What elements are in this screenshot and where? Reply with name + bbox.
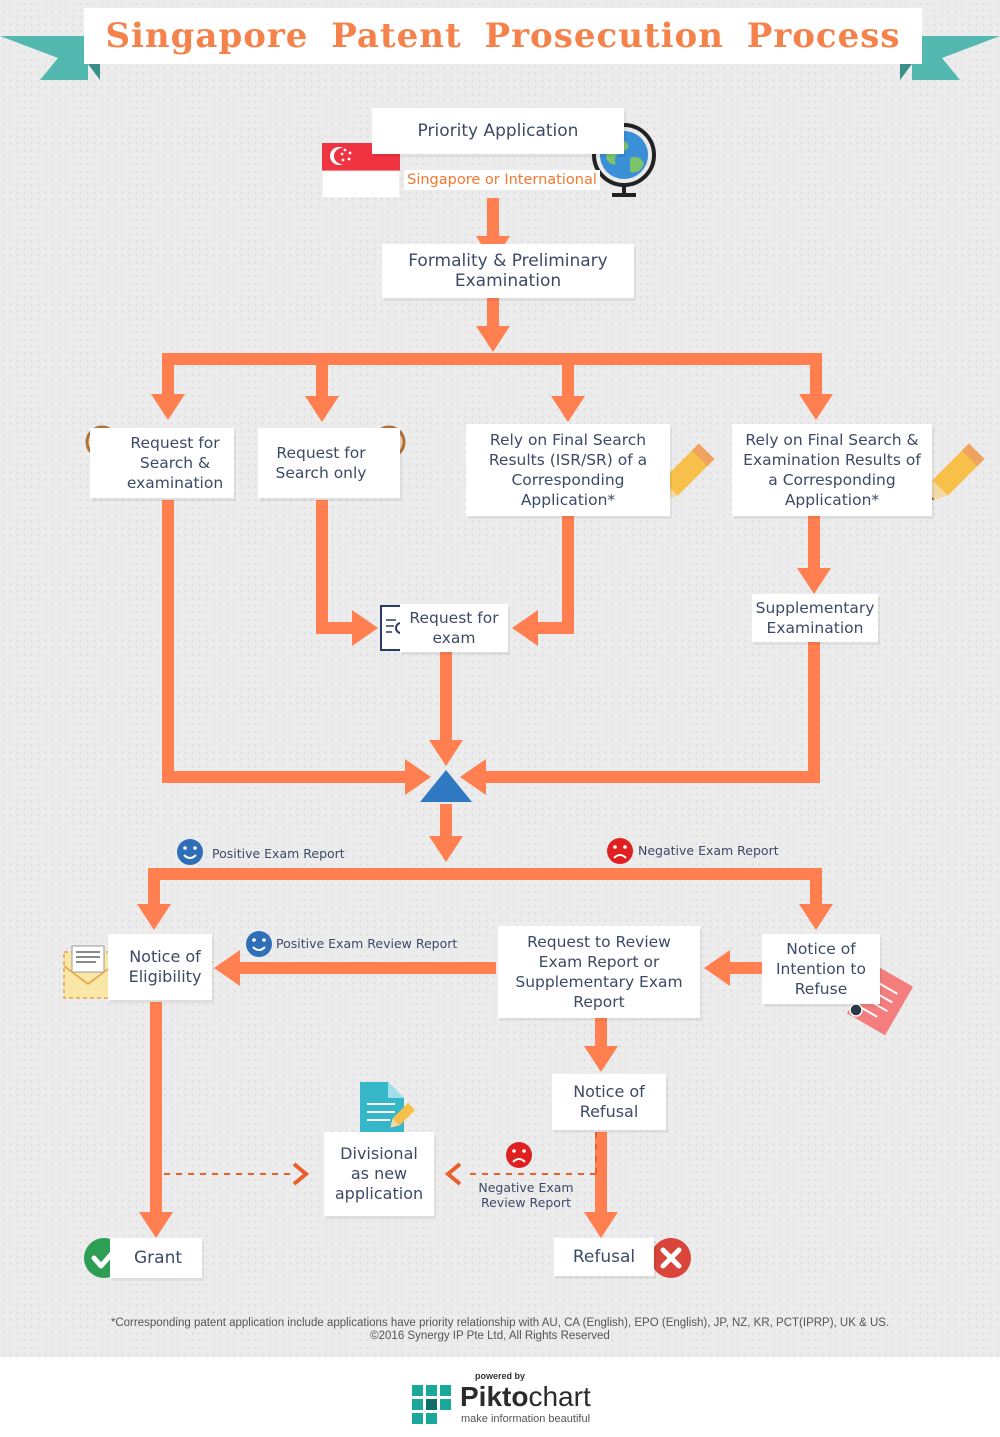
node-text: Search only <box>275 464 367 482</box>
node-divisional-application: Divisional as new application <box>324 1132 434 1216</box>
label-line: Review Report <box>480 1195 571 1210</box>
node-text: Request for <box>130 434 220 452</box>
node-text: Search & <box>139 454 211 472</box>
node-text: Refuse <box>794 980 848 998</box>
frown-icon <box>506 1142 532 1168</box>
node-text: Examination <box>766 619 864 637</box>
node-text: Supplementary Exam <box>515 973 683 991</box>
page-title: Singapore Patent Prosecution Process <box>84 8 922 64</box>
piktochart-logo-icon[interactable] <box>410 1383 454 1427</box>
node-supplementary-examination: Supplementary Examination <box>752 594 878 642</box>
label-line: Negative Exam <box>478 1180 574 1195</box>
node-text: Corresponding <box>511 471 625 489</box>
node-grant: Grant <box>110 1238 202 1278</box>
node-text: Rely on Final Search & <box>745 431 919 449</box>
node-formality-examination: Formality & Preliminary Examination <box>382 244 634 298</box>
node-rely-final-search-examination: Rely on Final Search & Examination Resul… <box>732 424 932 516</box>
dashed-connectors <box>164 1132 597 1175</box>
node-text: Grant <box>133 1248 183 1268</box>
priority-subtitle: Singapore or International <box>404 170 600 190</box>
footnote: *Corresponding patent application includ… <box>110 1317 890 1329</box>
node-text: Request for <box>276 444 366 462</box>
node-text: a Corresponding <box>768 471 896 489</box>
node-text: Application* <box>520 491 616 509</box>
node-text: Rely on Final Search <box>489 431 647 449</box>
node-text: Examination Results of <box>743 451 921 469</box>
node-text: Results (ISR/SR) of a <box>488 451 648 469</box>
dashed-arrowhead-right <box>292 1162 310 1186</box>
node-notice-of-refusal: Notice of Refusal <box>552 1074 666 1130</box>
powered-by-text: powered by <box>474 1371 525 1381</box>
node-notice-intention-to-refuse: Notice of Intention to Refuse <box>762 934 880 1004</box>
node-text: as new <box>350 1164 408 1183</box>
node-text: Formality & Preliminary <box>408 251 608 271</box>
banner-ribbon-left <box>0 36 88 80</box>
node-text: Notice of <box>786 940 856 958</box>
smile-icon <box>177 839 203 865</box>
node-request-for-exam: Request for exam <box>400 604 508 652</box>
wordmark-part: Pikto <box>460 1381 529 1412</box>
label-negative-exam-review-report: Negative Exam Review Report <box>470 1180 582 1210</box>
node-text: Request to Review <box>527 933 671 951</box>
node-refusal: Refusal <box>554 1238 654 1276</box>
node-text: Notice of <box>129 947 201 966</box>
powered-by-section: powered by Piktochart make information b… <box>0 1357 1000 1437</box>
wordmark-part: chart <box>528 1381 591 1412</box>
node-text: Notice of <box>573 1082 645 1101</box>
x-circle-icon <box>651 1238 691 1278</box>
node-text: application <box>334 1184 424 1203</box>
banner-ribbon-right <box>912 36 1000 80</box>
node-notice-of-eligibility: Notice of Eligibility <box>108 934 212 1000</box>
node-text: Refusal <box>579 1102 639 1121</box>
connector-lines <box>148 198 822 1212</box>
title-banner <box>0 36 1000 80</box>
node-text: Examination <box>454 271 562 291</box>
node-text: Exam Report or <box>538 953 660 971</box>
node-text: Divisional <box>340 1144 418 1163</box>
node-text: Priority Application <box>417 121 579 141</box>
node-text: Request for <box>409 609 499 627</box>
node-text: Report <box>573 993 625 1011</box>
piktochart-wordmark: Piktochart <box>460 1381 591 1413</box>
triangle-merge-icon <box>420 770 472 802</box>
label-positive-exam-report: Positive Exam Report <box>212 846 345 861</box>
frown-icon <box>607 838 633 864</box>
copyright: ©2016 Synergy IP Pte Ltd, All Rights Res… <box>370 1330 610 1342</box>
piktochart-tagline: make information beautiful <box>461 1413 591 1425</box>
label-positive-exam-review-report: Positive Exam Review Report <box>276 936 458 951</box>
envelope-icon <box>63 945 113 999</box>
node-text: Refusal <box>572 1247 636 1267</box>
node-request-to-review: Request to Review Exam Report or Supplem… <box>498 926 700 1018</box>
notepad-icon <box>360 1082 416 1138</box>
smile-icon <box>246 931 272 957</box>
node-text: Intention to <box>775 960 866 978</box>
node-text: Eligibility <box>128 967 202 986</box>
dashed-arrowhead-left <box>444 1162 462 1186</box>
node-request-search-only: Request for Search only <box>258 428 400 498</box>
node-text: exam <box>432 629 476 647</box>
node-text: examination <box>126 474 224 492</box>
node-priority-application: Priority Application <box>372 108 624 154</box>
node-request-search-examination: Request for Search & examination <box>90 428 234 498</box>
node-text: Supplementary <box>755 599 875 617</box>
label-negative-exam-report: Negative Exam Report <box>638 843 779 858</box>
arrowheads <box>137 236 833 1238</box>
node-text: Application* <box>784 491 880 509</box>
node-rely-final-search: Rely on Final Search Results (ISR/SR) of… <box>466 424 670 516</box>
